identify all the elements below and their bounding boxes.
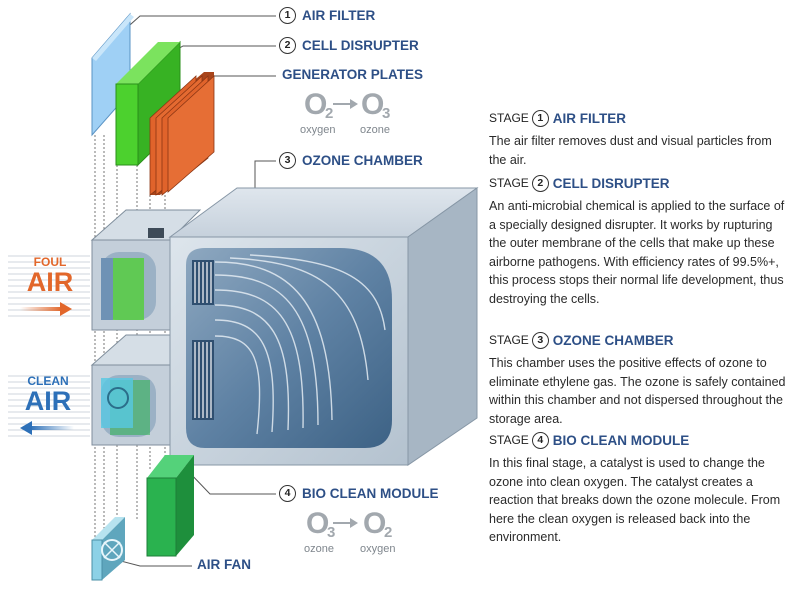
generator-plates xyxy=(149,72,215,196)
stage-title: AIR FILTER xyxy=(552,110,627,126)
ozone-chamber-box xyxy=(168,187,479,466)
stage-heading: STAGE 3 OZONE CHAMBER xyxy=(489,330,789,350)
reaction-from-caption: ozone xyxy=(304,543,334,555)
stage-number-badge: 1 xyxy=(279,7,296,24)
callout-label: GENERATOR PLATES xyxy=(282,67,424,82)
stage-1-description: STAGE 1 AIR FILTER The air filter remove… xyxy=(489,108,789,169)
stage-text: This chamber uses the positive effects o… xyxy=(489,356,786,426)
clean-air-small: CLEAN xyxy=(27,374,69,388)
stage-heading: STAGE 1 AIR FILTER xyxy=(489,108,789,128)
stage-prefix: STAGE xyxy=(489,176,529,190)
outlet-housing xyxy=(90,334,202,446)
stage-text: An anti-microbial chemical is applied to… xyxy=(489,199,785,306)
reaction-from-symbol: O xyxy=(306,507,330,540)
reaction-oxygen-to-ozone: O 2 O 3 oxygen ozone xyxy=(300,88,410,140)
foul-air-big: AIR xyxy=(26,267,74,297)
reaction-from-subscript: 3 xyxy=(327,524,336,541)
callout-label: CELL DISRUPTER xyxy=(302,38,419,53)
foul-air-arrow-shaft xyxy=(20,307,62,311)
callout-air-fan: AIR FAN xyxy=(197,557,251,572)
callout-cell-disrupter: 2 CELL DISRUPTER xyxy=(279,37,419,54)
stage-prefix: STAGE xyxy=(489,111,529,125)
reaction-to-subscript: 3 xyxy=(382,105,391,122)
stage-number-badge: 3 xyxy=(279,152,296,169)
stage-number-badge: 3 xyxy=(531,331,549,349)
callout-label: OZONE CHAMBER xyxy=(302,153,423,168)
bio-clean-module xyxy=(146,455,194,557)
stage-2-description: STAGE 2 CELL DISRUPTER An anti-microbial… xyxy=(489,173,789,308)
stage-number-badge: 4 xyxy=(279,485,296,502)
stage-number-badge: 2 xyxy=(279,37,296,54)
clean-air-flow xyxy=(8,375,90,437)
reaction-from-subscript: 2 xyxy=(325,105,334,122)
stage-title: OZONE CHAMBER xyxy=(552,332,674,348)
callout-air-filter: 1 AIR FILTER xyxy=(279,7,375,24)
reaction-from-symbol: O xyxy=(304,88,328,121)
clean-air-arrow-head xyxy=(20,421,32,435)
stage-title: BIO CLEAN MODULE xyxy=(552,432,690,448)
reaction-to-symbol: O xyxy=(363,507,387,540)
reaction-to-symbol: O xyxy=(361,88,385,121)
callout-bio-clean: 4 BIO CLEAN MODULE xyxy=(279,485,439,502)
foul-air-flow xyxy=(8,255,90,317)
foul-air-arrow-head xyxy=(60,302,72,316)
reaction-to-caption: ozone xyxy=(360,124,390,136)
stage-heading: STAGE 4 BIO CLEAN MODULE xyxy=(489,430,789,450)
air-fan-unit xyxy=(91,517,125,581)
clean-air-label: CLEAN AIR xyxy=(16,375,80,415)
stage-title: CELL DISRUPTER xyxy=(552,175,670,191)
reaction-from-caption: oxygen xyxy=(300,124,336,136)
reaction-arrow-top xyxy=(333,99,358,109)
foul-air-small: FOUL xyxy=(33,255,67,269)
stage-prefix: STAGE xyxy=(489,333,529,347)
callout-ozone-chamber: 3 OZONE CHAMBER xyxy=(279,152,423,169)
clean-air-big: AIR xyxy=(24,386,72,416)
stage-text: In this final stage, a catalyst is used … xyxy=(489,456,781,544)
callout-label: BIO CLEAN MODULE xyxy=(302,486,439,501)
stage-text: The air filter removes dust and visual p… xyxy=(489,134,772,167)
inlet-housing xyxy=(90,209,202,331)
clean-air-arrow-shaft xyxy=(30,426,74,430)
stage-4-description: STAGE 4 BIO CLEAN MODULE In this final s… xyxy=(489,430,789,547)
callout-label: AIR FILTER xyxy=(302,8,376,23)
stage-heading: STAGE 2 CELL DISRUPTER xyxy=(489,173,789,193)
callout-label: AIR FAN xyxy=(197,557,251,572)
stage-number-badge: 2 xyxy=(531,174,549,192)
stage-prefix: STAGE xyxy=(489,433,529,447)
stage-3-description: STAGE 3 OZONE CHAMBER This chamber uses … xyxy=(489,330,789,428)
reaction-to-caption: oxygen xyxy=(360,543,396,555)
stage-number-badge: 1 xyxy=(531,109,549,127)
reaction-ozone-to-oxygen: O 3 O 2 ozone oxygen xyxy=(304,507,414,559)
reaction-to-subscript: 2 xyxy=(384,524,393,541)
callout-generator-plates: GENERATOR PLATES xyxy=(282,67,423,82)
reaction-arrow-bottom xyxy=(333,518,358,528)
stage-number-badge: 4 xyxy=(531,431,549,449)
foul-air-label: FOUL AIR xyxy=(22,256,78,296)
